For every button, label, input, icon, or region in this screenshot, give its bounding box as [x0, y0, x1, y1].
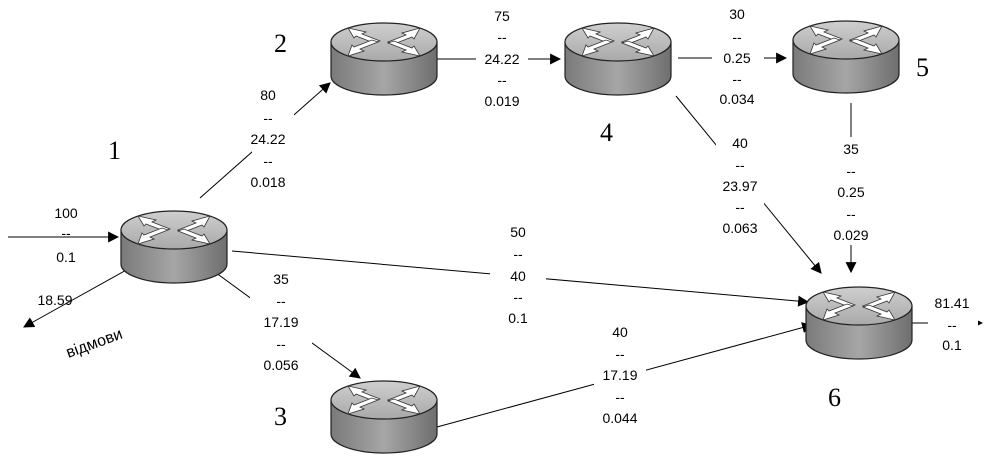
edge-5-6-v1: 35	[843, 141, 859, 157]
edge-4-6-v2: 23.97	[722, 178, 757, 194]
output-bottom-value: 0.1	[942, 337, 962, 353]
edge-4-5-v2: 0.25	[723, 50, 750, 66]
router-6	[805, 286, 913, 360]
edge-3-6-s1: --	[615, 346, 625, 362]
edge-4-6-label: 40 -- 23.97 -- 0.063	[722, 135, 757, 236]
edge-1-6-s2: --	[513, 289, 523, 305]
edge-3-6-v3: 0.044	[602, 410, 637, 426]
edge-reject	[23, 267, 131, 328]
edge-1-3-label: 35 -- 17.19 -- 0.056	[263, 271, 298, 373]
router-1	[120, 210, 228, 284]
edge-2-4-v1: 75	[494, 8, 510, 24]
edge-4-6-s2: --	[735, 199, 745, 215]
node-number-3: 3	[274, 402, 287, 431]
reject-value: 18.59	[37, 292, 72, 308]
edge-1-2-v3: 0.018	[250, 174, 285, 190]
edge-1-6-label: 50 -- 40 -- 0.1	[508, 224, 528, 326]
edge-3-6-label: 40 -- 17.19 -- 0.044	[602, 324, 637, 426]
edge-1-3-s2: --	[276, 336, 286, 352]
edge-1-2-v1: 80	[260, 87, 276, 103]
node-number-4: 4	[600, 118, 613, 147]
edge-2-4-s1: --	[497, 29, 507, 45]
input-top-value: 100	[54, 205, 78, 221]
router-3	[330, 380, 438, 454]
input-label: 100 -- 0.1	[54, 205, 78, 265]
edge-1-6-v3: 0.1	[508, 310, 528, 326]
edge-2-4-s2: --	[497, 72, 507, 88]
edge-5-6-v2: 0.25	[837, 184, 864, 200]
edge-4-6-v3: 0.063	[722, 220, 757, 236]
router-5	[792, 20, 900, 94]
edge-1-6-v1: 50	[510, 224, 526, 240]
edge-4-6-s1: --	[735, 157, 745, 173]
edge-4-5-v1: 30	[729, 6, 745, 22]
router-4	[564, 22, 672, 96]
edge-5-6-v3: 0.029	[833, 227, 868, 243]
edge-4-5-label: 30 -- 0.25 -- 0.034	[719, 6, 754, 107]
edge-1-3-v2: 17.19	[263, 314, 298, 330]
edge-1-3-v1: 35	[273, 271, 289, 287]
edge-5-6-label: 35 -- 0.25 -- 0.029	[833, 141, 868, 243]
edge-2-4-v3: 0.019	[484, 93, 519, 109]
edge-4-5-v3: 0.034	[719, 91, 754, 107]
output-top-value: 81.41	[934, 295, 969, 311]
output-separator: --	[947, 317, 957, 333]
edge-4-5-s1: --	[732, 29, 742, 45]
node-number-1: 1	[108, 136, 121, 165]
edge-1-6-s1: --	[513, 246, 523, 262]
edge-3-6-v1: 40	[612, 324, 628, 340]
router-2	[330, 22, 438, 96]
edge-2-4-v2: 24.22	[484, 51, 519, 67]
node-number-5: 5	[916, 53, 929, 82]
edge-4-5-s2: --	[732, 71, 742, 87]
node-number-2: 2	[274, 29, 287, 58]
edge-5-6-s1: --	[846, 163, 856, 179]
input-separator: --	[61, 225, 71, 241]
edge-1-2-s2: --	[263, 153, 273, 169]
input-bottom-value: 0.1	[56, 249, 76, 265]
edge-1-2-v2: 24.22	[250, 131, 285, 147]
edge-3-6-s2: --	[615, 389, 625, 405]
edge-3-6-v2: 17.19	[602, 367, 637, 383]
node-number-6: 6	[828, 383, 841, 412]
edge-5-6-s2: --	[846, 206, 856, 222]
edge-4-6-v1: 40	[732, 135, 748, 151]
edge-1-2-label: 80 -- 24.22 -- 0.018	[250, 87, 285, 190]
reject-label: відмови	[64, 326, 125, 362]
output-label: 81.41 -- 0.1	[934, 295, 969, 353]
edge-2-4-label: 75 -- 24.22 -- 0.019	[484, 8, 519, 109]
edge-1-2-s1: --	[263, 110, 273, 126]
edge-1-3-s1: --	[276, 293, 286, 309]
edge-1-3-v3: 0.056	[263, 357, 298, 373]
edge-1-6-v2: 40	[510, 268, 526, 284]
